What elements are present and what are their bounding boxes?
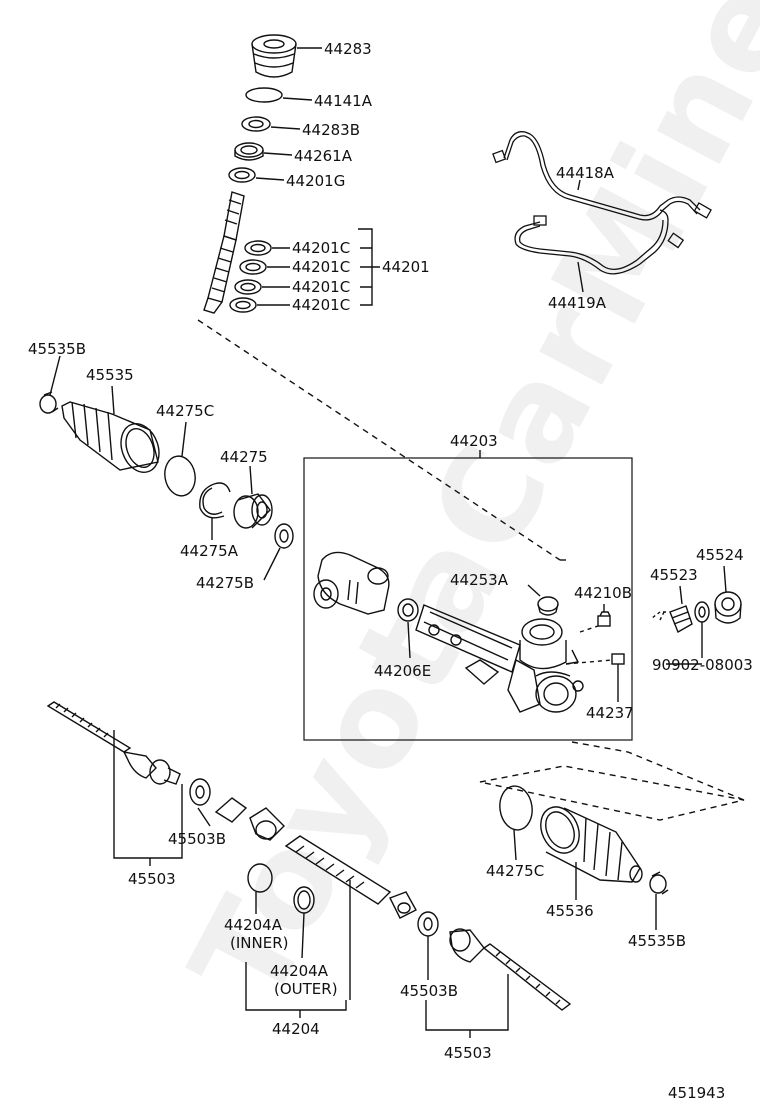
bearing-44201g[interactable]: [228, 167, 256, 183]
washer-90902-08003[interactable]: [694, 601, 710, 623]
label-44201c-3[interactable]: 44201C: [292, 278, 350, 296]
seal-44206e[interactable]: [397, 598, 419, 622]
tie-rod-45503-right[interactable]: [449, 928, 572, 1011]
label-45503b-left[interactable]: 45503B: [168, 830, 226, 848]
label-45523[interactable]: 45523: [650, 566, 698, 584]
rack-bar[interactable]: [214, 797, 417, 919]
part-labels: 44283 44141A 44283B 44261A 44201G 44201C…: [28, 40, 753, 1102]
label-44204a-outer[interactable]: 44204A: [270, 962, 329, 980]
label-44204a-inner[interactable]: 44204A: [224, 916, 283, 934]
guide-44204a-outer[interactable]: [293, 886, 315, 914]
label-44261a[interactable]: 44261A: [294, 147, 353, 165]
label-45535b-top[interactable]: 45535B: [28, 340, 86, 358]
label-44201c-1[interactable]: 44201C: [292, 239, 350, 257]
label-44275c-bottom[interactable]: 44275C: [486, 862, 544, 880]
label-44237[interactable]: 44237: [586, 704, 634, 722]
pressure-tube-44418a[interactable]: [492, 131, 712, 221]
washer-45503b-right[interactable]: [417, 911, 439, 937]
label-44204[interactable]: 44204: [272, 1020, 320, 1038]
label-44419a[interactable]: 44419A: [548, 294, 607, 312]
washer-45503b-left[interactable]: [189, 778, 211, 806]
cap-45524[interactable]: [714, 591, 742, 624]
label-44283[interactable]: 44283: [324, 40, 372, 58]
clamp-45535b-top[interactable]: [39, 391, 59, 414]
tie-rod-45503-left[interactable]: [46, 701, 181, 785]
ring-44275c-bottom[interactable]: [497, 784, 535, 832]
label-44275a[interactable]: 44275A: [180, 542, 239, 560]
fitting-45523[interactable]: [669, 605, 693, 634]
rack-housing-group-44203: [197, 319, 633, 741]
boot-45535[interactable]: [61, 401, 165, 478]
ring-44275c-top[interactable]: [162, 454, 198, 499]
o-ring-44141a[interactable]: [245, 87, 283, 103]
return-tube-44419a[interactable]: [514, 209, 685, 275]
label-44206e[interactable]: 44206E: [374, 662, 431, 680]
label-45503b-right[interactable]: 45503B: [400, 982, 458, 1000]
label-45503-right[interactable]: 45503: [444, 1044, 492, 1062]
dashed-group-right: [479, 741, 745, 821]
label-44253a[interactable]: 44253A: [450, 571, 509, 589]
label-45535b-bottom[interactable]: 45535B: [628, 932, 686, 950]
label-44275[interactable]: 44275: [220, 448, 268, 466]
label-90902-08003[interactable]: 90902-08003: [652, 656, 753, 674]
label-44201c-2[interactable]: 44201C: [292, 258, 350, 276]
bushing-44275[interactable]: [233, 493, 273, 529]
label-44141a[interactable]: 44141A: [314, 92, 373, 110]
label-44201g[interactable]: 44201G: [286, 172, 345, 190]
snap-ring-44275a[interactable]: [199, 482, 231, 519]
pinion-valve-shaft: [203, 191, 245, 314]
boot-45536[interactable]: [534, 801, 643, 883]
seal-rings-44201c[interactable]: [229, 240, 272, 313]
seal-44283b[interactable]: [241, 116, 271, 132]
label-44418a[interactable]: 44418A: [556, 164, 615, 182]
label-45524[interactable]: 45524: [696, 546, 744, 564]
label-inner: (INNER): [230, 934, 288, 952]
plug-44253a[interactable]: [537, 596, 559, 616]
clamp-45535b-bottom[interactable]: [649, 871, 669, 895]
bolt-44237[interactable]: [611, 653, 625, 672]
label-44203[interactable]: 44203: [450, 432, 498, 450]
label-44201[interactable]: 44201: [382, 258, 430, 276]
washer-44275b[interactable]: [274, 523, 294, 549]
label-44275b[interactable]: 44275B: [196, 574, 254, 592]
label-44283b[interactable]: 44283B: [302, 121, 360, 139]
rack-housing[interactable]: [313, 551, 584, 713]
plug-44210b[interactable]: [597, 611, 611, 627]
dust-cover-44283[interactable]: [251, 34, 297, 78]
nut-44261a[interactable]: [234, 142, 264, 161]
label-45503-left[interactable]: 45503: [128, 870, 176, 888]
label-45536[interactable]: 45536: [546, 902, 594, 920]
label-45535[interactable]: 45535: [86, 366, 134, 384]
label-44275c-top[interactable]: 44275C: [156, 402, 214, 420]
label-outer: (OUTER): [274, 980, 338, 998]
label-44201c-4[interactable]: 44201C: [292, 296, 350, 314]
label-44210b[interactable]: 44210B: [574, 584, 632, 602]
diagram-number: 451943: [668, 1084, 725, 1102]
guide-44204a-inner[interactable]: [247, 863, 273, 893]
